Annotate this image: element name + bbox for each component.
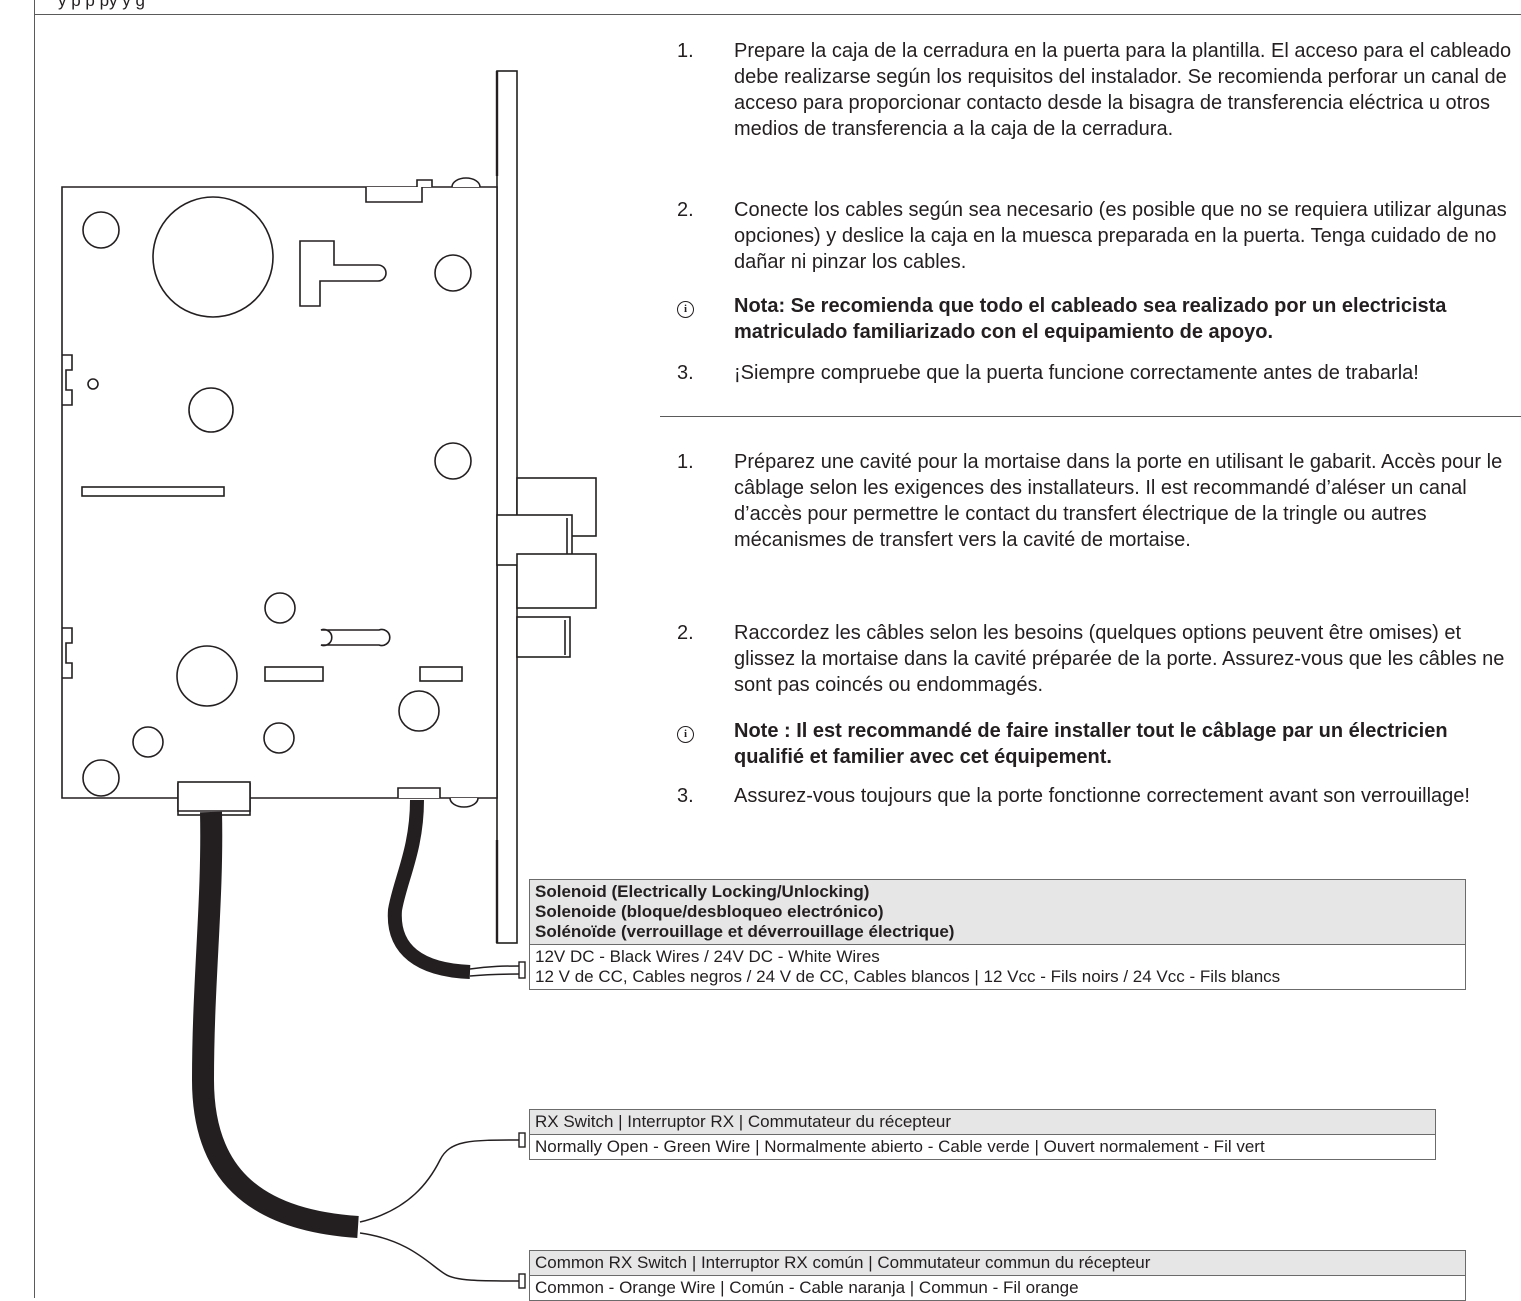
deadlatch [516, 616, 571, 658]
rx-switch-table: RX Switch | Interruptor RX | Commutateur… [529, 1109, 1436, 1160]
lock-case [61, 186, 498, 799]
page-top-rule [34, 14, 1521, 15]
rx-switch-table-body: Normally Open - Green Wire | Normalmente… [535, 1137, 1265, 1156]
solenoid-table: Solenoid (Electrically Locking/Unlocking… [529, 879, 1466, 990]
rx-green-wire [359, 1139, 520, 1223]
cylinder-hole [176, 645, 238, 707]
rx-switch-table-header: RX Switch | Interruptor RX | Commutateur… [530, 1110, 1435, 1135]
info-icon: i [677, 293, 717, 319]
hub-hole [152, 196, 274, 318]
t-slot [299, 240, 387, 307]
main-wire-harness [191, 811, 359, 1238]
solenoid-table-header: Solenoid (Electrically Locking/Unlocking… [530, 880, 1465, 945]
solenoid-wire [387, 799, 471, 979]
solenoid-table-body: 12V DC - Black Wires / 24V DC - White Wi… [535, 947, 1281, 986]
cropped-header-text: y p p py y g [58, 0, 145, 10]
language-divider [660, 416, 1521, 417]
mounting-hole [82, 211, 120, 249]
faceplate [496, 70, 518, 944]
common-rx-table-body: Common - Orange Wire | Común - Cable nar… [535, 1278, 1079, 1297]
common-orange-wire [359, 1232, 520, 1282]
page-left-rule [34, 0, 35, 1298]
info-icon: i [677, 718, 717, 744]
common-rx-table: Common RX Switch | Interruptor RX común … [529, 1250, 1466, 1301]
common-rx-table-header: Common RX Switch | Interruptor RX común … [530, 1251, 1465, 1276]
